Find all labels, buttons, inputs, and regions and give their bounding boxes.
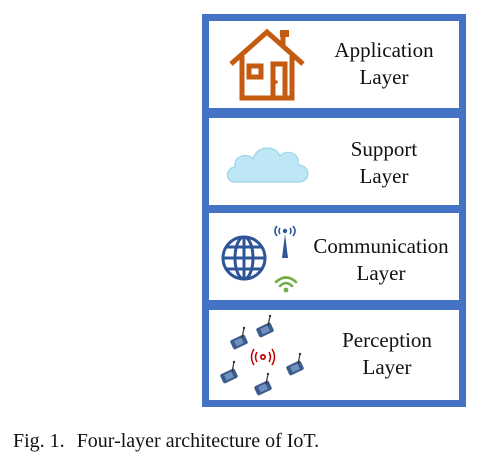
support-layer: Support Layer xyxy=(209,118,459,205)
globe-icon xyxy=(221,235,267,281)
application-layer-line1: Application xyxy=(334,38,434,62)
application-layer: Application Layer xyxy=(209,21,459,108)
perception-layer-line1: Perception xyxy=(342,328,432,352)
wifi-icon xyxy=(274,276,298,293)
support-layer-line1: Support xyxy=(350,137,418,161)
figure-caption-text: Four-layer architecture of IoT. xyxy=(76,430,320,452)
antenna-icon xyxy=(274,225,296,258)
perception-layer: Perception Layer xyxy=(209,310,459,400)
figure-label: Fig. 1. xyxy=(13,430,65,452)
support-layer-title: Support Layer xyxy=(314,136,454,190)
sensor-nodes-icon xyxy=(219,314,305,397)
application-layer-title: Application Layer xyxy=(314,37,454,91)
perception-layer-title: Perception Layer xyxy=(317,327,457,381)
application-layer-line2: Layer xyxy=(359,65,409,89)
cloud-icon xyxy=(226,147,309,183)
support-layer-line2: Layer xyxy=(359,164,409,188)
communication-layer-line1: Communication xyxy=(313,234,449,258)
house-icon xyxy=(229,28,305,101)
perception-layer-line2: Layer xyxy=(362,355,412,379)
communication-layer: Communication Layer xyxy=(209,213,459,300)
communication-layer-line2: Layer xyxy=(356,261,406,285)
layer-stack: Application Layer Support Layer xyxy=(202,14,466,407)
communication-layer-title: Communication Layer xyxy=(301,233,461,287)
figure-caption: Fig. 1. Four-layer architecture of IoT. xyxy=(13,430,319,453)
